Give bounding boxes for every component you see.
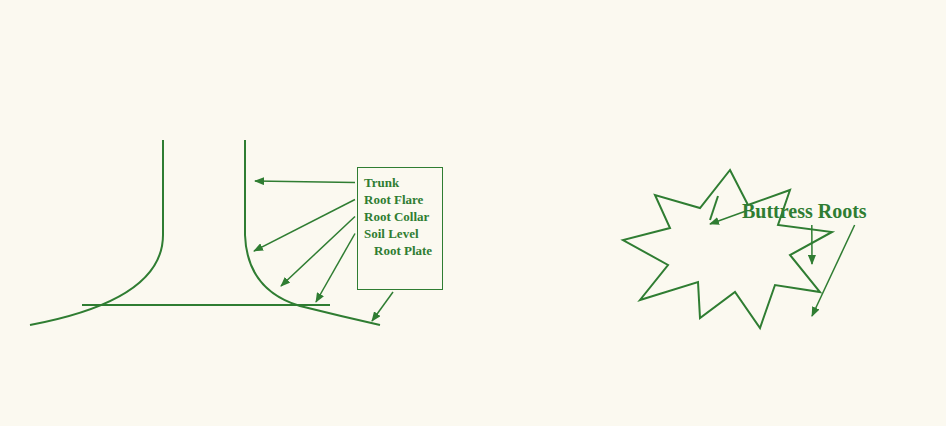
part-name: Soil Level bbox=[364, 225, 432, 242]
part-label: Buttress Roots bbox=[742, 200, 867, 223]
leader-arrow bbox=[812, 225, 855, 316]
part-name: Root Plate bbox=[364, 242, 432, 259]
leader-arrow bbox=[316, 234, 355, 303]
part-name: Root Collar bbox=[364, 208, 432, 225]
leader-arrow bbox=[255, 181, 355, 183]
leader-arrow bbox=[710, 211, 746, 224]
trunk-left-outline bbox=[30, 140, 163, 325]
buttress-cross-section bbox=[623, 170, 832, 328]
leader-arrow bbox=[254, 200, 355, 252]
part-name: Trunk bbox=[364, 174, 432, 191]
soil-line bbox=[82, 304, 330, 306]
leader-arrow bbox=[281, 217, 355, 287]
leader-arrow bbox=[811, 225, 813, 264]
leader-arrow bbox=[372, 292, 393, 321]
crease-line bbox=[710, 196, 718, 220]
label-box: TrunkRoot FlareRoot CollarSoil LevelRoot… bbox=[357, 167, 443, 290]
part-name: Root Flare bbox=[364, 191, 432, 208]
